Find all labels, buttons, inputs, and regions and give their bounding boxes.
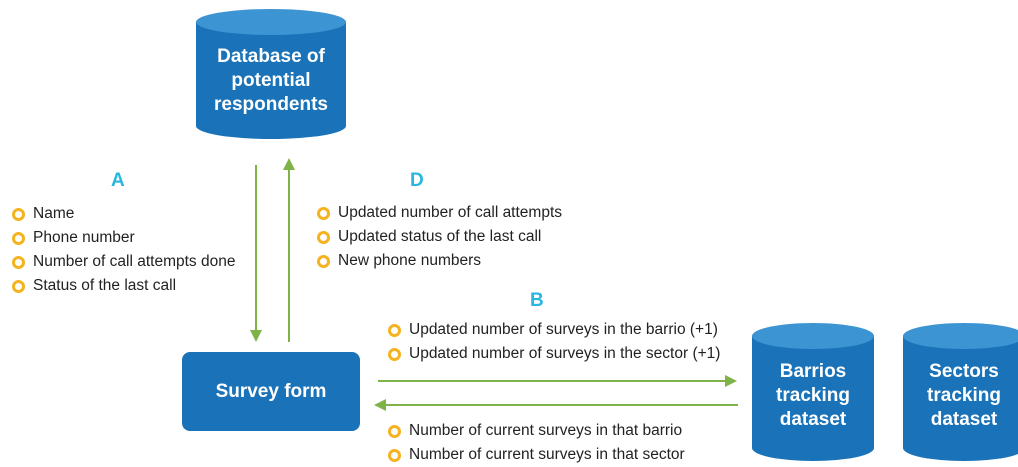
list-item-text: Updated number of surveys in the barrio … bbox=[409, 321, 718, 338]
list-item-text: Updated number of surveys in the sector … bbox=[409, 345, 721, 362]
sectors-label: Sectors tracking dataset bbox=[927, 361, 1001, 430]
section-b-list: Updated number of surveys in the barrio … bbox=[388, 318, 720, 366]
section-a-list: Name Phone number Number of call attempt… bbox=[12, 202, 235, 298]
bullet-icon bbox=[12, 207, 25, 221]
bullet-icon bbox=[317, 206, 330, 220]
list-item-text: Number of current surveys in that barrio bbox=[409, 422, 683, 439]
bullet-icon bbox=[12, 231, 25, 245]
list-item-text: New phone numbers bbox=[338, 252, 482, 269]
list-item: Updated number of surveys in the sector … bbox=[388, 342, 720, 366]
barrios-cylinder bbox=[752, 323, 874, 461]
list-item: Updated number of surveys in the barrio … bbox=[388, 318, 720, 342]
list-item: Updated status of the last call bbox=[317, 225, 562, 249]
list-item: Phone number bbox=[12, 226, 235, 250]
sectors-cylinder bbox=[903, 323, 1018, 461]
list-item: Updated number of call attempts bbox=[317, 201, 562, 225]
list-item: Number of current surveys in that barrio bbox=[388, 419, 685, 443]
list-item: Number of current surveys in that sector bbox=[388, 443, 685, 467]
bullet-icon bbox=[388, 448, 401, 462]
bullet-icon bbox=[317, 254, 330, 268]
barrios-label: Barrios tracking dataset bbox=[776, 361, 850, 430]
section-d-letter: D bbox=[410, 170, 424, 191]
list-item: Name bbox=[12, 202, 235, 226]
list-item-text: Updated status of the last call bbox=[338, 228, 542, 245]
bullet-icon bbox=[388, 424, 401, 438]
list-item: New phone numbers bbox=[317, 249, 562, 273]
database-label: Database of potential respondents bbox=[213, 46, 329, 115]
list-item: Number of call attempts done bbox=[12, 250, 235, 274]
bullet-icon bbox=[317, 230, 330, 244]
list-item-text: Name bbox=[33, 205, 75, 222]
list-item-text: Phone number bbox=[33, 229, 135, 246]
bullet-icon bbox=[388, 323, 401, 337]
section-c-list: Number of current surveys in that barrio… bbox=[388, 419, 685, 467]
section-d-list: Updated number of call attempts Updated … bbox=[317, 201, 562, 273]
bullet-icon bbox=[12, 255, 25, 269]
survey-form-box bbox=[182, 352, 360, 431]
list-item-text: Number of call attempts done bbox=[33, 253, 236, 270]
list-item-text: Updated number of call attempts bbox=[338, 204, 563, 221]
bullet-icon bbox=[12, 279, 25, 293]
section-b-letter: B bbox=[530, 290, 544, 311]
database-cylinder bbox=[196, 9, 346, 139]
survey-form-label: Survey form bbox=[215, 380, 327, 402]
list-item: Status of the last call bbox=[12, 274, 235, 298]
section-a-letter: A bbox=[111, 170, 125, 191]
list-item-text: Status of the last call bbox=[33, 277, 177, 294]
bullet-icon bbox=[388, 347, 401, 361]
list-item-text: Number of current surveys in that sector bbox=[409, 446, 685, 463]
